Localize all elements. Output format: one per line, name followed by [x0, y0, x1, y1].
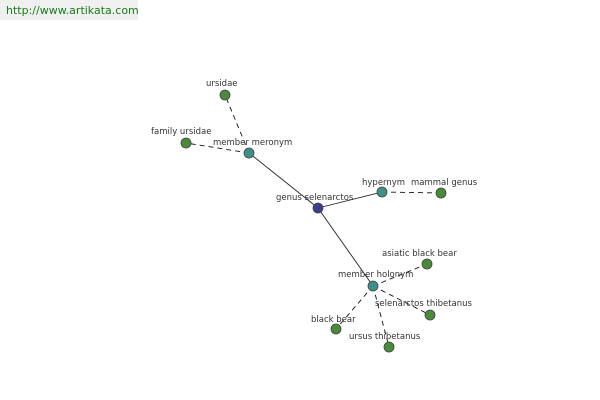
node-mammal-genus[interactable]: [435, 187, 447, 199]
node-hypernym[interactable]: [376, 186, 388, 198]
node-ursidae[interactable]: [219, 89, 231, 101]
node-selenarctos-thibetanus[interactable]: [424, 309, 436, 321]
node-label-mammal-genus[interactable]: mammal genus: [411, 178, 478, 188]
edges-layer: [185, 94, 442, 348]
node-label-ursus-thibetanus[interactable]: ursus thibetanus: [349, 332, 421, 342]
edge-genus-selenarctos-to-member-holonym: [317, 207, 374, 287]
node-label-family-ursidae[interactable]: family ursidae: [151, 127, 211, 137]
edge-member-meronym-to-ursidae: [224, 94, 250, 154]
node-label-member-meronym[interactable]: member meronym: [213, 138, 292, 148]
edge-hypernym-to-mammal-genus: [381, 191, 442, 194]
node-label-black-bear[interactable]: black bear: [311, 315, 356, 325]
edge-genus-selenarctos-to-hypernym: [317, 191, 383, 209]
nodes-layer: [180, 89, 447, 353]
node-member-meronym[interactable]: [243, 147, 255, 159]
node-label-ursidae[interactable]: ursidae: [206, 79, 238, 89]
node-black-bear[interactable]: [330, 323, 342, 335]
node-label-asiatic-black-bear[interactable]: asiatic black bear: [382, 249, 457, 259]
node-genus-selenarctos[interactable]: [312, 202, 324, 214]
edge-genus-selenarctos-to-member-meronym: [248, 152, 319, 209]
node-member-holonym[interactable]: [367, 280, 379, 292]
edge-member-holonym-to-selenarctos-thibetanus: [372, 285, 431, 316]
node-ursus-thibetanus[interactable]: [383, 341, 395, 353]
edge-member-holonym-to-asiatic-black-bear: [372, 263, 428, 287]
edge-member-holonym-to-ursus-thibetanus: [372, 285, 390, 348]
edge-member-holonym-to-black-bear: [335, 285, 374, 330]
node-label-genus-selenarctos[interactable]: genus selenarctos: [276, 193, 354, 203]
node-asiatic-black-bear[interactable]: [421, 258, 433, 270]
edge-member-meronym-to-family-ursidae: [185, 142, 250, 154]
source-link[interactable]: http://www.artikata.com: [0, 0, 139, 20]
node-label-member-holonym[interactable]: member holonym: [338, 270, 413, 280]
node-label-selenarctos-thibetanus[interactable]: selenarctos thibetanus: [375, 299, 473, 309]
labels-layer: genus selenarctos member meronym hypernym m…: [151, 79, 478, 342]
node-label-hypernym[interactable]: hypernym: [362, 178, 405, 188]
node-family-ursidae[interactable]: [180, 137, 192, 149]
